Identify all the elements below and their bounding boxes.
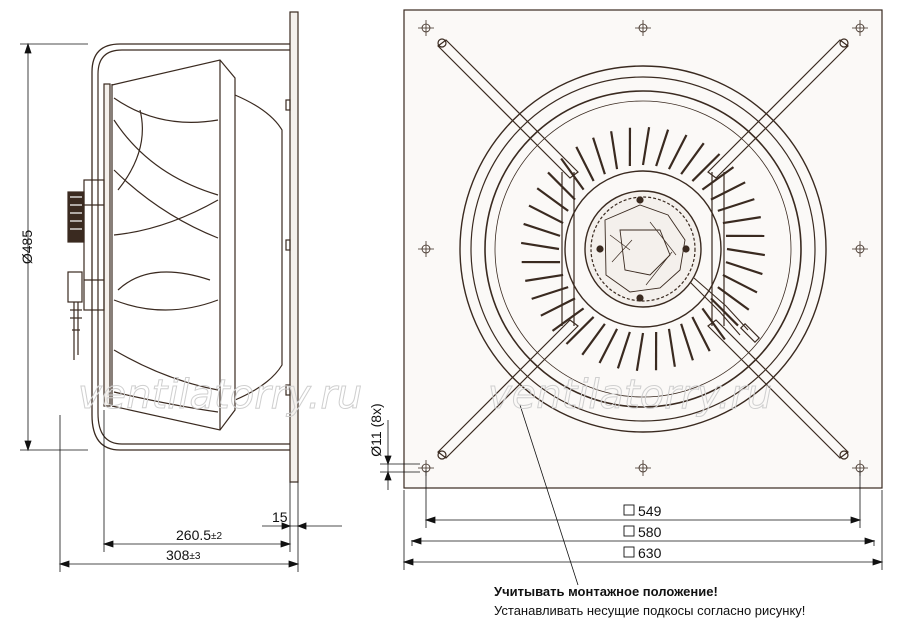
impeller-blade: [667, 328, 676, 367]
impeller-blade: [581, 323, 606, 356]
depth-inner-label: 260.5±2: [176, 527, 223, 543]
impeller-blade: [655, 129, 670, 167]
impeller-blade: [525, 273, 564, 282]
impeller-blade: [523, 222, 561, 237]
impeller-blade: [667, 134, 688, 170]
impeller-blade: [701, 166, 735, 191]
impeller-blade: [722, 216, 761, 225]
note-line-2: Устанавливать несущие подкосы согласно р…: [494, 603, 806, 618]
depth-total-label: 308±3: [166, 547, 201, 563]
impeller-blade: [725, 261, 763, 276]
svg-text:630: 630: [638, 545, 662, 561]
sq-630-label: 630: [623, 545, 662, 561]
front-dimensions: [380, 404, 884, 586]
impeller-blade: [641, 126, 651, 166]
impeller-blade: [722, 273, 758, 294]
impeller-blade: [528, 204, 564, 225]
impeller-blade: [701, 307, 726, 341]
sq-549-label: 549: [623, 503, 662, 519]
impeller-blades: [520, 126, 766, 372]
svg-text:580: 580: [638, 524, 662, 540]
impeller-blade: [592, 137, 606, 175]
flange-label: 15: [272, 509, 288, 525]
mounting-holes: [418, 20, 868, 476]
diameter-label: Ø485: [19, 230, 35, 264]
impeller-blade: [635, 332, 645, 372]
impeller-blade: [610, 131, 619, 170]
impeller-blade: [520, 241, 560, 251]
impeller-blade: [710, 181, 746, 201]
watermark-left: ventilatorry.ru: [78, 372, 362, 418]
impeller-blade: [575, 146, 595, 182]
impeller-blade: [540, 297, 576, 317]
impeller-blade: [565, 316, 595, 345]
impeller-blade: [726, 247, 766, 257]
impeller-blade: [691, 316, 711, 352]
watermark-right: ventilatorry.ru: [488, 372, 772, 418]
side-view: [67, 11, 299, 483]
front-view: [403, 9, 883, 489]
impeller-blade: [598, 328, 619, 364]
impeller-blade: [691, 153, 721, 182]
sq-580-label: 580: [623, 524, 662, 540]
impeller-blade: [560, 157, 585, 191]
impeller-blade: [536, 187, 569, 212]
impeller-blade: [551, 307, 585, 332]
impeller-blade: [680, 142, 705, 175]
note-line-1: Учитывать монтажное положение!: [494, 584, 718, 599]
impeller-blade: [680, 323, 694, 361]
impeller-blade: [616, 331, 631, 369]
svg-text:549: 549: [638, 503, 662, 519]
support-struts: [437, 38, 849, 460]
side-dimensions: [20, 42, 342, 572]
impeller-blade: [717, 286, 750, 311]
hole-label: Ø11 (8x): [368, 403, 384, 456]
